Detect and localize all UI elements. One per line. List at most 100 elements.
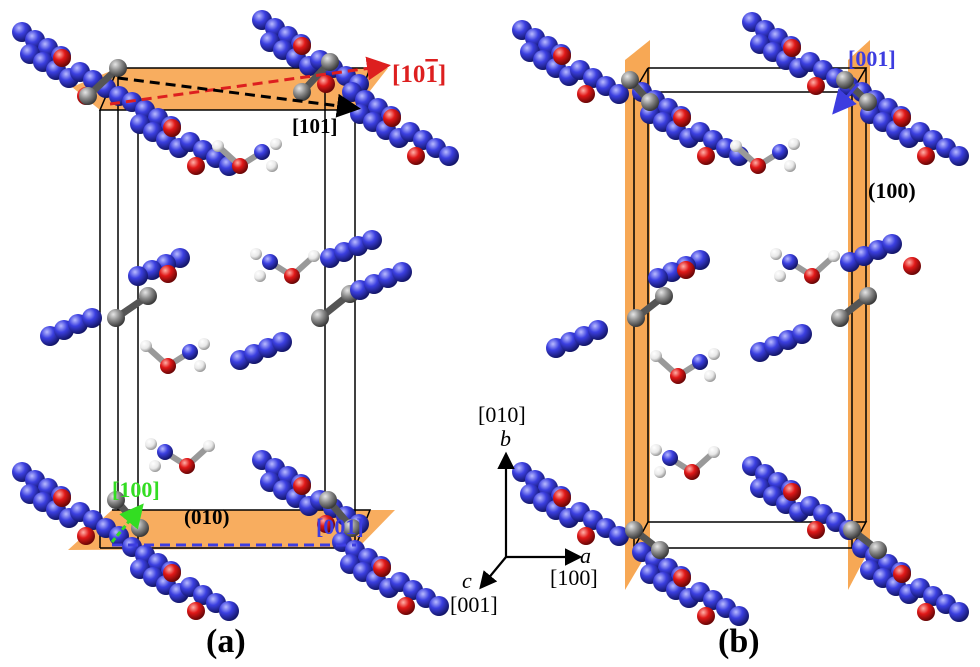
oxygen-atom (317, 75, 335, 93)
carbon-atom (319, 491, 337, 509)
axis-b-dir: [010] (478, 402, 526, 427)
red-arrow-10-1 (109, 56, 391, 106)
hydrogen-atom (140, 340, 152, 352)
oxygen-atom (232, 158, 248, 174)
hydrogen-atom (650, 444, 662, 456)
carbon-atom (869, 541, 887, 559)
carbon-atom (107, 309, 125, 327)
oxygen-atom (750, 158, 766, 174)
green-arrow-100 (110, 503, 144, 543)
nitrogen-atom (792, 324, 812, 344)
carbon-atom (627, 309, 645, 327)
carbon-atom (641, 93, 659, 111)
label-plane-100: (100) (868, 178, 916, 203)
oxygen-atom (383, 109, 401, 127)
axis-b-label: b (500, 426, 511, 451)
carbon-atom (836, 71, 854, 89)
carbon-atom (655, 287, 673, 305)
nitrogen-atom (782, 254, 798, 270)
hydrogen-atom (650, 350, 662, 362)
oxygen-atom (670, 368, 686, 384)
nitrogen-atom (182, 344, 198, 360)
oxygen-atom (807, 521, 825, 539)
label-dir-10-1: [101] (392, 61, 446, 88)
axis-a-dir: [100] (550, 565, 598, 590)
hydrogen-atom (250, 248, 262, 260)
carbon-atom (109, 59, 127, 77)
oxygen-atom (373, 559, 391, 577)
hydrogen-atom (708, 446, 720, 458)
carbon-atom (843, 521, 861, 539)
oxygen-atom (577, 527, 595, 545)
hydrogen-atom (704, 370, 716, 382)
carbon-atom (343, 519, 361, 537)
carbon-atom (651, 541, 669, 559)
carbon-atom (625, 521, 643, 539)
oxygen-atom (159, 265, 177, 283)
hydrogen-atom (308, 250, 320, 262)
hydrogen-atom (198, 338, 210, 350)
hydrogen-atom (254, 270, 266, 282)
oxygen-atom (553, 47, 571, 65)
oxygen-atom (284, 268, 300, 284)
oxygen-atom (783, 483, 801, 501)
oxygen-atom (187, 602, 205, 620)
nitrogen-atom (648, 268, 668, 288)
label-dir-001-b: [001] (848, 46, 896, 71)
nitrogen-atom (82, 308, 102, 328)
panel-a: [101] [101] [100] (010) [001] (a) (12, 10, 459, 660)
molecules-panel-b (512, 12, 969, 626)
carbon-atom (831, 309, 849, 327)
axis-a-label: a (580, 543, 591, 568)
caption-a: (a) (206, 623, 246, 660)
nitrogen-atom (949, 146, 969, 166)
carbon-atom (139, 287, 157, 305)
nitrogen-atom (362, 230, 382, 250)
oxygen-atom (407, 147, 425, 165)
hydrogen-atom (788, 138, 800, 150)
oxygen-atom (684, 464, 700, 480)
nitrogen-atom (262, 254, 278, 270)
nitrogen-atom (157, 444, 173, 460)
nitrogen-atom (729, 606, 749, 626)
black-arrow-101 (117, 76, 361, 118)
oxygen-atom (317, 515, 335, 533)
unit-cell-b (632, 67, 868, 549)
hydrogen-atom (730, 140, 742, 152)
nitrogen-atom (609, 84, 629, 104)
oxygen-atom (397, 597, 415, 615)
hydrogen-atom (654, 466, 666, 478)
label-dir-101: [101] (292, 114, 338, 138)
nitrogen-atom (882, 234, 902, 254)
oxygen-atom (673, 109, 691, 127)
carbon-atom (311, 309, 329, 327)
nitrogen-atom (439, 146, 459, 166)
oxygen-atom (807, 77, 825, 95)
oxygen-atom (917, 147, 935, 165)
hydrogen-atom (270, 138, 282, 150)
oxygen-atom (553, 489, 571, 507)
oxygen-atom (903, 257, 921, 275)
nitrogen-atom (662, 450, 678, 466)
hydrogen-atom (145, 438, 157, 450)
oxygen-atom (293, 477, 311, 495)
nitrogen-atom (128, 266, 148, 286)
oxygen-atom (917, 603, 935, 621)
nitrogen-atom (772, 144, 788, 160)
hydrogen-atom (708, 348, 720, 360)
oxygen-atom (179, 458, 195, 474)
oxygen-atom (53, 489, 71, 507)
nitrogen-atom (609, 526, 629, 546)
hydrogen-atom (203, 440, 215, 452)
axis-c-dir: [001] (450, 592, 498, 617)
oxygen-atom (163, 119, 181, 137)
oxygen-atom (697, 607, 715, 625)
oxygen-atom (697, 147, 715, 165)
oxygen-atom (893, 565, 911, 583)
plane-010-bottom (68, 510, 395, 550)
hydrogen-atom (774, 270, 786, 282)
nitrogen-atom (219, 601, 239, 621)
carbon-atom (131, 519, 149, 537)
hydrogen-atom (266, 160, 278, 172)
oxygen-atom (677, 261, 695, 279)
